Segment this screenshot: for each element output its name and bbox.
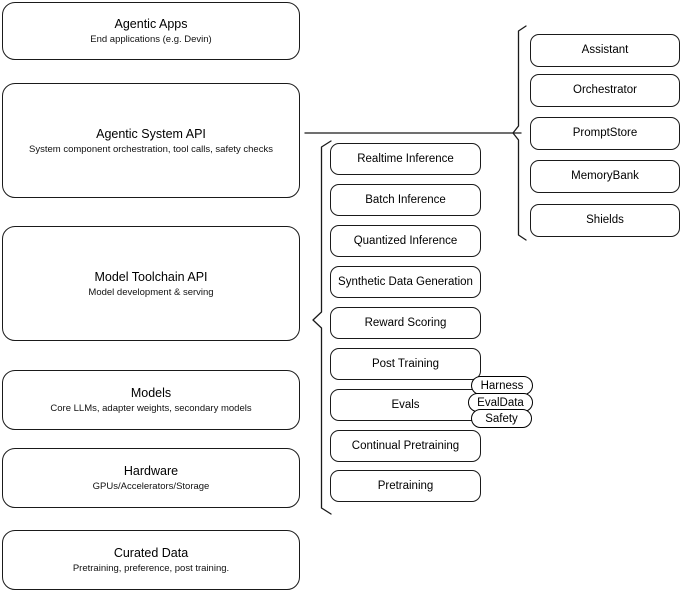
pill-label: EvalData <box>477 396 524 409</box>
layer-subtitle: End applications (e.g. Devin) <box>90 34 212 45</box>
layer-hardware[interactable]: Hardware GPUs/Accelerators/Storage <box>2 448 300 508</box>
evals-pill-safety[interactable]: Safety <box>471 409 532 428</box>
layer-subtitle: GPUs/Accelerators/Storage <box>92 481 210 492</box>
layer-title: Agentic Apps <box>114 17 188 31</box>
toolchain-chip-synthetic-data-generation[interactable]: Synthetic Data Generation <box>330 266 481 298</box>
layer-title: Model Toolchain API <box>94 269 208 284</box>
pill-label: Safety <box>485 412 518 425</box>
chip-label: Quantized Inference <box>353 234 458 247</box>
layer-subtitle: Model development & serving <box>88 286 214 298</box>
layer-models[interactable]: Models Core LLMs, adapter weights, secon… <box>2 370 300 430</box>
toolchain-chip-reward-scoring[interactable]: Reward Scoring <box>330 307 481 339</box>
layer-agentic-system-api[interactable]: Agentic System API System component orch… <box>2 83 300 198</box>
layer-title: Models <box>130 386 172 400</box>
layer-model-toolchain-api[interactable]: Model Toolchain API Model development & … <box>2 226 300 341</box>
system-chip-memorybank[interactable]: MemoryBank <box>530 160 680 193</box>
toolchain-chip-post-training[interactable]: Post Training <box>330 348 481 380</box>
layer-title: Agentic System API <box>96 126 206 141</box>
toolchain-chip-realtime-inference[interactable]: Realtime Inference <box>330 143 481 175</box>
chip-label: Batch Inference <box>365 193 446 206</box>
bracket-system-components <box>512 25 527 241</box>
layer-agentic-apps[interactable]: Agentic Apps End applications (e.g. Devi… <box>2 2 300 60</box>
system-chip-assistant[interactable]: Assistant <box>530 34 680 67</box>
chip-label: Pretraining <box>377 479 434 492</box>
pill-label: Harness <box>480 379 524 392</box>
chip-label: Shields <box>586 214 624 226</box>
chip-label: Reward Scoring <box>364 316 447 329</box>
chip-label: MemoryBank <box>571 170 639 182</box>
toolchain-chip-evals[interactable]: Evals <box>330 389 481 421</box>
chip-label: Evals <box>391 398 420 411</box>
chip-label: Realtime Inference <box>357 152 454 165</box>
toolchain-chip-pretraining[interactable]: Pretraining <box>330 470 481 502</box>
chip-label: Continual Pretraining <box>351 439 460 452</box>
layer-subtitle: Core LLMs, adapter weights, secondary mo… <box>50 403 252 414</box>
toolchain-chip-continual-pretraining[interactable]: Continual Pretraining <box>330 430 481 462</box>
system-chip-promptstore[interactable]: PromptStore <box>530 117 680 150</box>
layer-subtitle: System component orchestration, tool cal… <box>29 143 273 155</box>
bracket-toolchain-components <box>312 140 332 515</box>
system-chip-orchestrator[interactable]: Orchestrator <box>530 74 680 107</box>
chip-label: Post Training <box>371 357 440 370</box>
layer-curated-data[interactable]: Curated Data Pretraining, preference, po… <box>2 530 300 590</box>
toolchain-chip-batch-inference[interactable]: Batch Inference <box>330 184 481 216</box>
chip-label: Assistant <box>581 44 629 56</box>
chip-label: Synthetic Data Generation <box>338 275 473 288</box>
layer-title: Hardware <box>123 464 179 478</box>
system-chip-shields[interactable]: Shields <box>530 204 680 237</box>
toolchain-chip-quantized-inference[interactable]: Quantized Inference <box>330 225 481 257</box>
layer-subtitle: Pretraining, preference, post training. <box>72 563 230 574</box>
layer-title: Curated Data <box>113 546 189 560</box>
chip-label: Orchestrator <box>573 84 637 96</box>
chip-label: PromptStore <box>572 127 638 139</box>
